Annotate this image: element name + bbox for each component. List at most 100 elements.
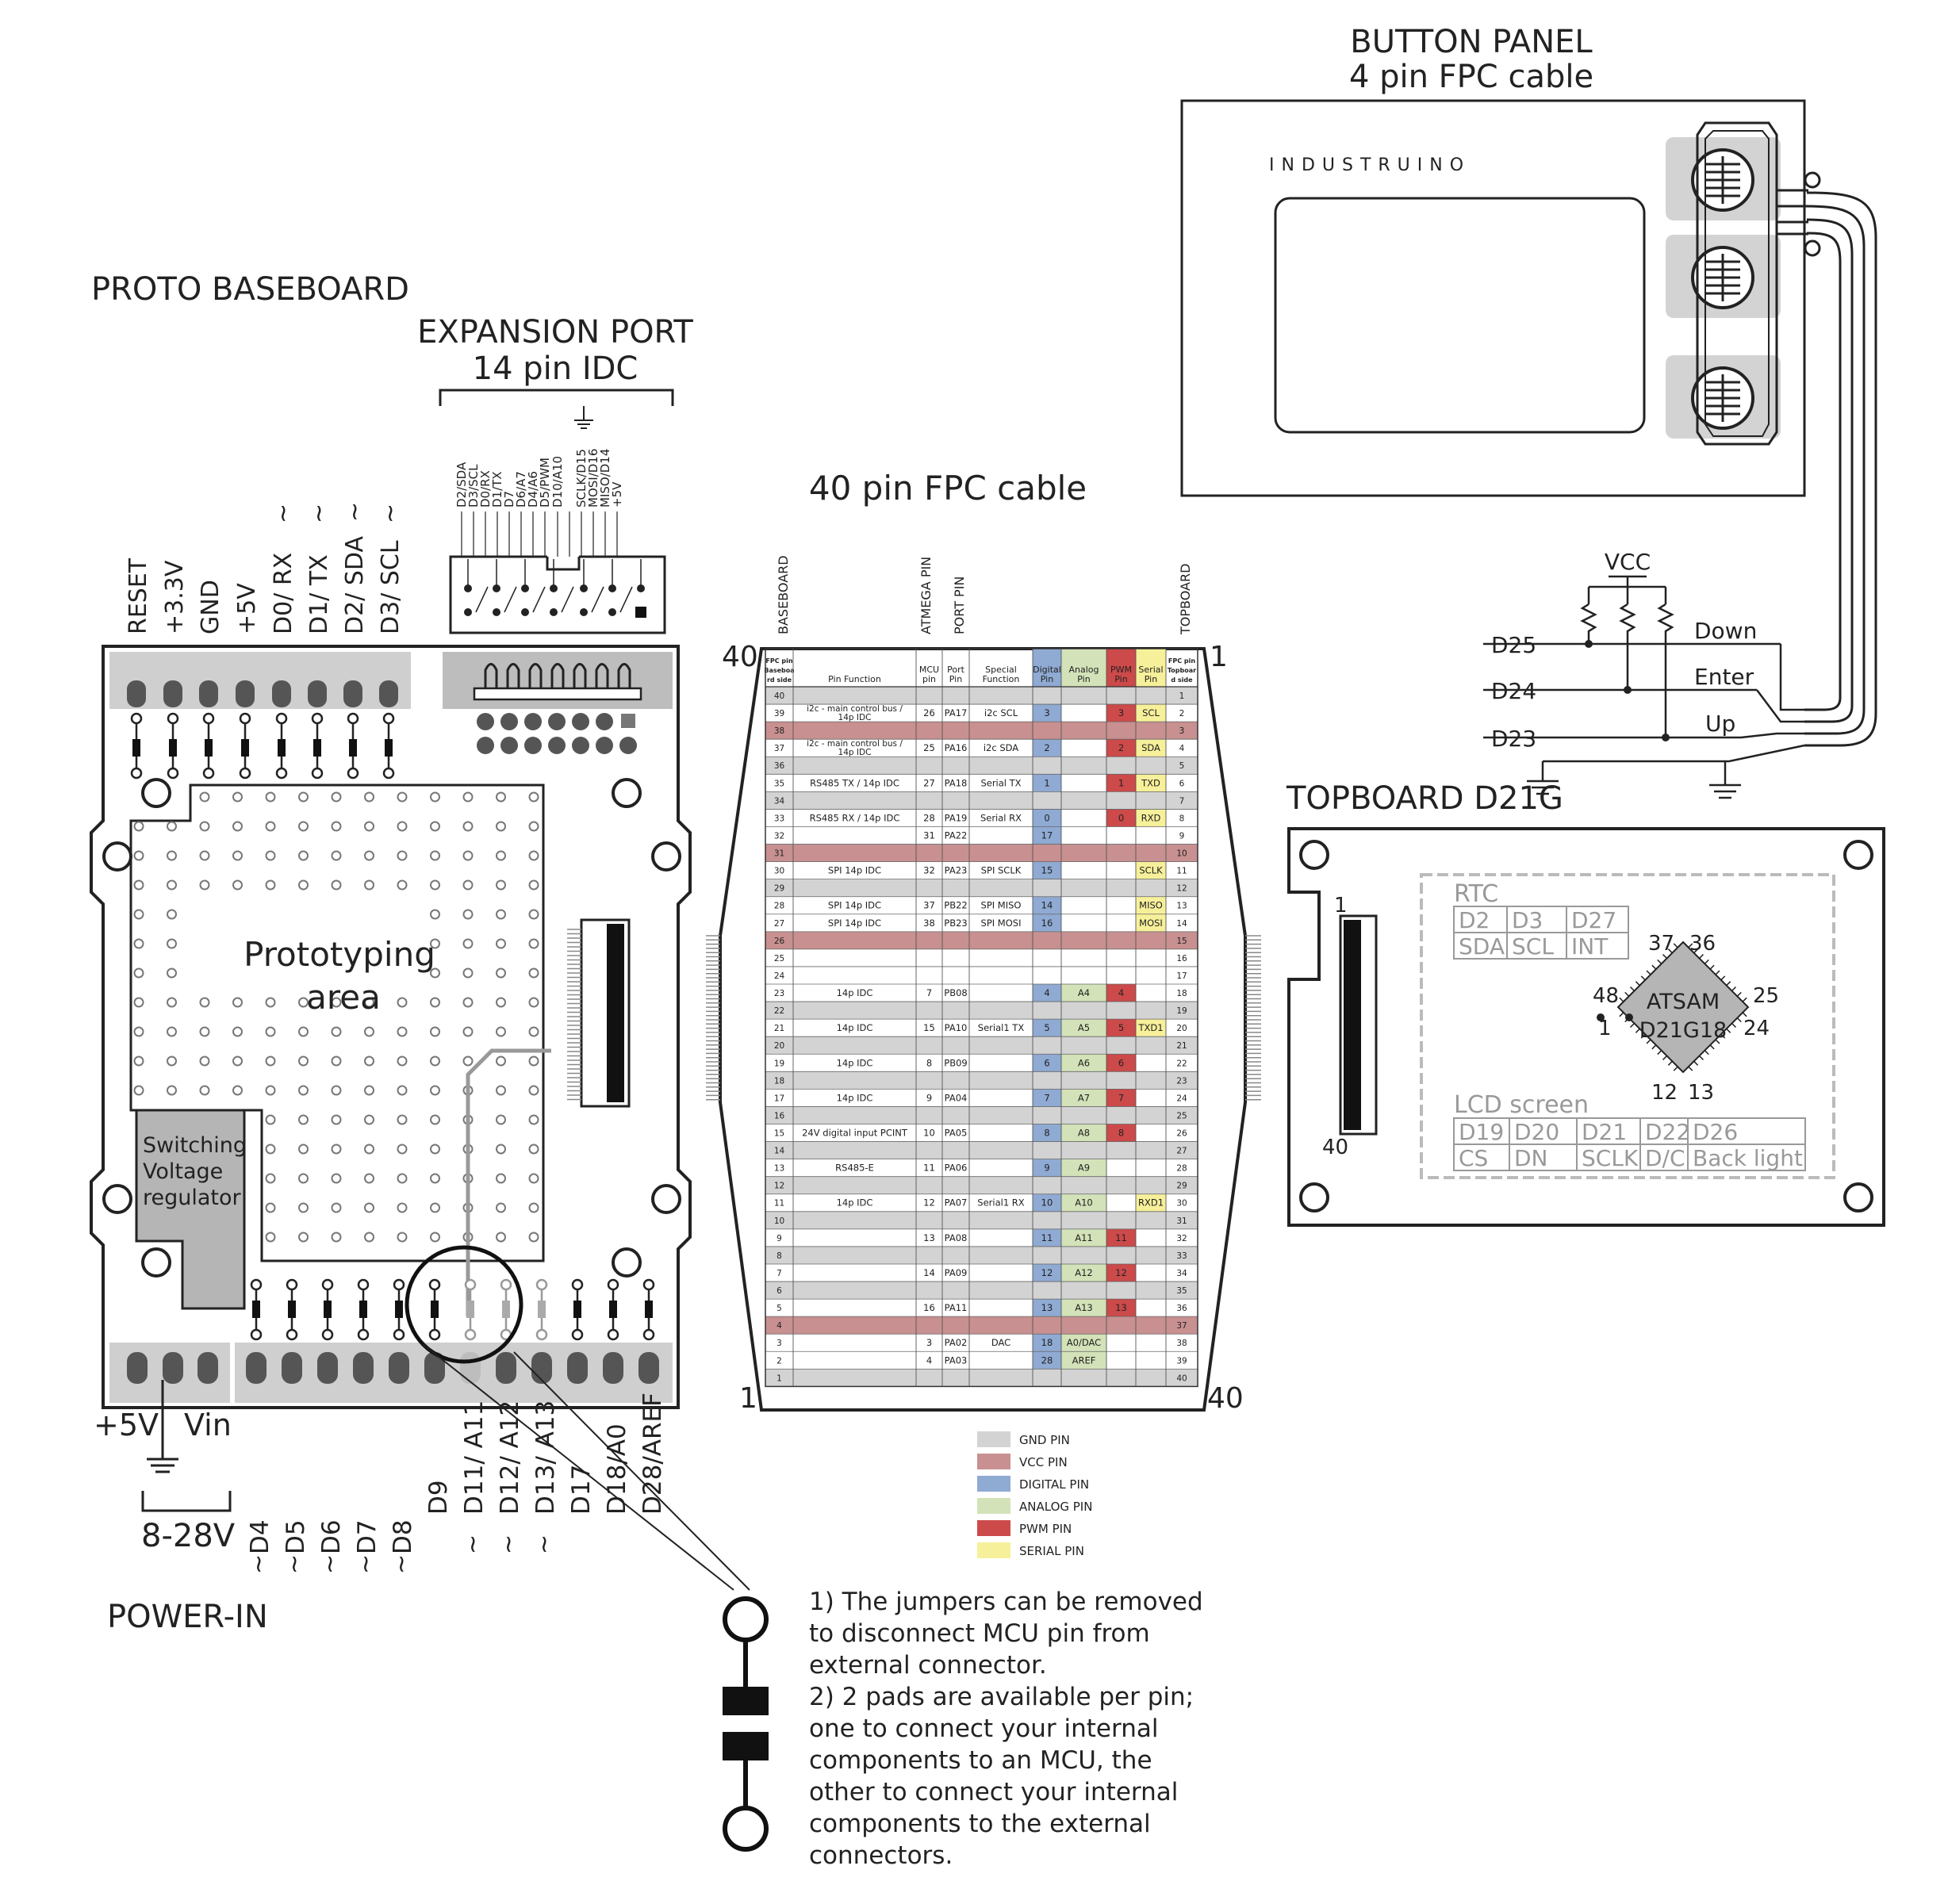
svg-text:9: 9 — [1044, 1163, 1049, 1174]
vcc-label: VCC — [1605, 549, 1651, 575]
svg-text:12: 12 — [1176, 884, 1187, 894]
svg-text:30: 30 — [1176, 1199, 1187, 1209]
svg-text:27: 27 — [774, 919, 784, 929]
svg-text:29: 29 — [774, 884, 784, 894]
bottom-label: D18/A0 — [603, 1423, 631, 1515]
mcu-pin-37: 37 — [1648, 932, 1674, 956]
svg-text:DN: DN — [1514, 1145, 1548, 1171]
svg-text:Serial: Serial — [1138, 665, 1163, 675]
svg-text:28: 28 — [1176, 1164, 1187, 1174]
svg-text:RXD: RXD — [1141, 812, 1161, 823]
lcd-window — [1274, 197, 1646, 434]
svg-text:PA04: PA04 — [945, 1092, 968, 1103]
svg-text:20: 20 — [1176, 1024, 1187, 1033]
bottom-label: D12/ A12 — [496, 1400, 524, 1515]
tilde-mark: ~ — [316, 1554, 344, 1574]
svg-text:37: 37 — [1176, 1321, 1187, 1331]
svg-text:RS485 RX / 14p IDC: RS485 RX / 14p IDC — [810, 812, 900, 823]
svg-text:38: 38 — [923, 918, 935, 929]
svg-text:PA17: PA17 — [945, 707, 968, 718]
svg-text:A7: A7 — [1078, 1092, 1090, 1103]
svg-text:D26: D26 — [1693, 1119, 1738, 1145]
tilde-mark: ~ — [495, 1534, 523, 1554]
svg-text:24: 24 — [1176, 1094, 1187, 1103]
svg-text:PWM: PWM — [1110, 665, 1132, 675]
proto-area-label-2: area — [306, 978, 381, 1017]
svg-text:MCU: MCU — [919, 665, 939, 675]
fpc-vertical-label: TOPBOARD — [1178, 564, 1193, 635]
svg-text:GND PIN: GND PIN — [1019, 1433, 1070, 1447]
proto-holes — [133, 791, 539, 1243]
header-label: D3/ SCL — [377, 540, 405, 634]
svg-text:2: 2 — [777, 1356, 782, 1366]
svg-text:30: 30 — [774, 867, 784, 876]
svg-text:27: 27 — [923, 777, 935, 788]
svg-text:32: 32 — [1176, 1234, 1187, 1243]
svg-text:Serial1 TX: Serial1 TX — [978, 1022, 1025, 1033]
svg-text:A13: A13 — [1075, 1302, 1093, 1313]
bottom-label: D8 — [389, 1519, 417, 1554]
svg-text:ANALOG PIN: ANALOG PIN — [1019, 1500, 1092, 1514]
jumper-magnifier — [405, 1245, 523, 1364]
svg-text:11: 11 — [1041, 1232, 1053, 1243]
bottom-label: D13/ A13 — [531, 1400, 560, 1515]
svg-text:AREF: AREF — [1072, 1354, 1096, 1366]
svg-text:5: 5 — [1044, 1022, 1049, 1033]
svg-text:RS485 TX / 14p IDC: RS485 TX / 14p IDC — [810, 777, 899, 788]
svg-text:12: 12 — [1115, 1267, 1127, 1278]
svg-text:RS485-E: RS485-E — [835, 1163, 874, 1174]
power-range: 8-28V — [141, 1518, 236, 1554]
svg-text:SPI MOSI: SPI MOSI — [981, 918, 1022, 929]
tilde-mark: ~ — [459, 1534, 487, 1554]
svg-text:13: 13 — [923, 1232, 935, 1243]
svg-text:26: 26 — [923, 707, 935, 718]
svg-text:10: 10 — [1041, 1197, 1053, 1209]
jumper-notes: 1) The jumpers can be removed to disconn… — [809, 1586, 1221, 1871]
fpc-cable-comb — [706, 935, 1261, 1101]
svg-text:33: 33 — [774, 814, 784, 823]
idc-label: MISO/D14 — [598, 449, 612, 508]
svg-text:TXD: TXD — [1141, 777, 1160, 788]
tilde-mark: ~ — [305, 504, 333, 523]
topboard-dashed-area — [1420, 873, 1835, 1179]
svg-text:SCL: SCL — [1512, 933, 1554, 960]
button-up-label: Up — [1705, 711, 1735, 737]
svg-text:2: 2 — [1179, 709, 1185, 718]
svg-text:4: 4 — [926, 1354, 932, 1366]
svg-text:11: 11 — [923, 1163, 935, 1174]
button-down-label: Down — [1694, 618, 1757, 644]
fpc-vertical-label: ATMEGA PIN — [918, 557, 934, 634]
svg-text:26: 26 — [1176, 1129, 1187, 1139]
svg-text:14p IDC: 14p IDC — [837, 1057, 873, 1068]
svg-text:3: 3 — [1044, 707, 1049, 718]
svg-text:24V digital input PCINT: 24V digital input PCINT — [802, 1128, 908, 1139]
svg-text:32: 32 — [923, 865, 935, 876]
svg-text:25: 25 — [1176, 1111, 1187, 1121]
circuit-ground-icon — [1527, 760, 1725, 795]
svg-text:31: 31 — [923, 829, 935, 841]
svg-text:A0/DAC: A0/DAC — [1067, 1337, 1101, 1348]
svg-text:13: 13 — [1041, 1302, 1053, 1313]
svg-text:D/C: D/C — [1645, 1145, 1685, 1171]
svg-text:A12: A12 — [1075, 1267, 1093, 1278]
mcu-pin-13: 13 — [1688, 1081, 1714, 1105]
svg-text:14p IDC: 14p IDC — [838, 748, 872, 757]
fpc-right-bottom: 40 — [1207, 1382, 1244, 1415]
svg-text:4: 4 — [1044, 987, 1049, 998]
svg-text:Pin: Pin — [1041, 674, 1053, 684]
idc-label: D10/A10 — [550, 456, 565, 508]
top-header-strip — [109, 652, 411, 709]
svg-text:20: 20 — [774, 1041, 784, 1051]
svg-text:15: 15 — [923, 1022, 935, 1033]
svg-text:39: 39 — [774, 709, 784, 718]
tilde-mark: ~ — [341, 502, 369, 522]
svg-text:rd side: rd side — [767, 676, 792, 684]
svg-text:SCLK: SCLK — [1582, 1145, 1639, 1171]
svg-text:D2: D2 — [1459, 907, 1490, 933]
fpc40-title: 40 pin FPC cable — [809, 469, 1087, 508]
svg-text:21: 21 — [1176, 1041, 1187, 1051]
svg-text:37: 37 — [923, 900, 935, 911]
